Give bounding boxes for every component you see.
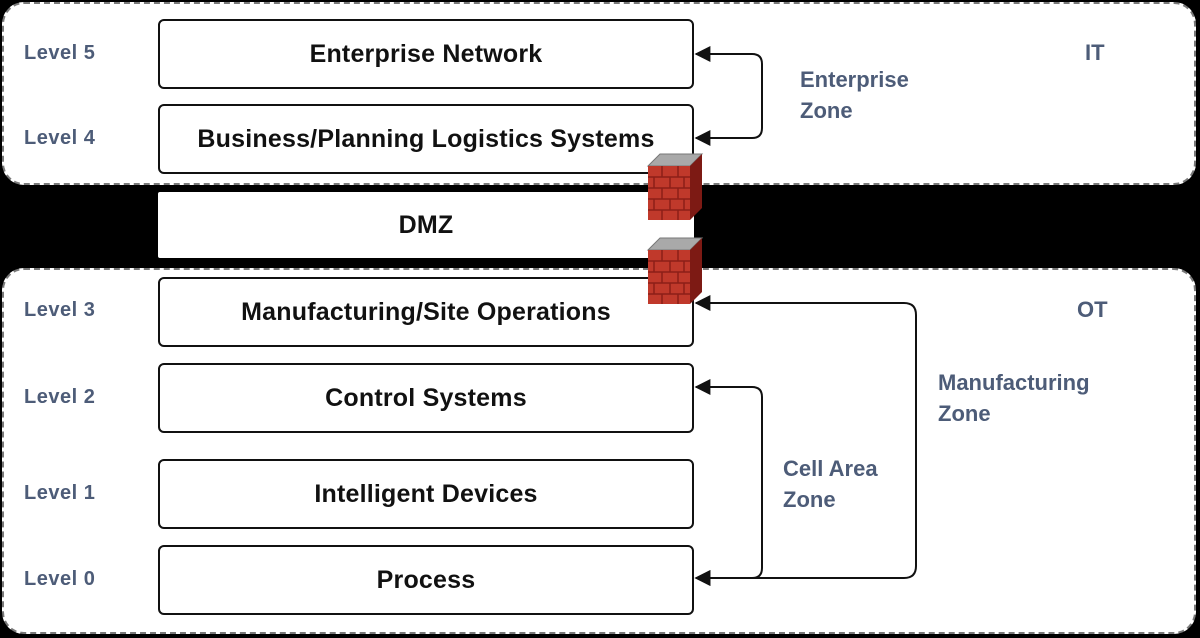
ot-region-label: OT: [1077, 297, 1108, 322]
enterprise-zone-label-line2: Zone: [800, 98, 853, 123]
intelligent-devices-box: Intelligent Devices: [158, 459, 694, 529]
cell-area-zone-label-line1: Cell Area: [783, 456, 878, 481]
manufacturing-zone-label: Manufacturing Zone: [938, 367, 1090, 429]
level-1-label: Level 1: [24, 482, 96, 504]
firewall-icon: [646, 153, 704, 220]
cell-area-zone-bracket: [694, 379, 763, 586]
cell-area-zone-label-line2: Zone: [783, 487, 836, 512]
level-5-label: Level 5: [24, 42, 96, 64]
cell-area-zone-label: Cell Area Zone: [783, 453, 878, 515]
enterprise-zone-bracket: [694, 46, 763, 146]
dmz-box: DMZ: [158, 192, 694, 258]
level-0-label: Level 0: [24, 568, 96, 590]
enterprise-network-box: Enterprise Network: [158, 19, 694, 89]
level-3-label: Level 3: [24, 299, 96, 321]
manufacturing-zone-bracket: [694, 295, 917, 586]
control-systems-box: Control Systems: [158, 363, 694, 433]
manufacturing-operations-box: Manufacturing/Site Operations: [158, 277, 694, 347]
manufacturing-zone-label-line2: Zone: [938, 401, 991, 426]
enterprise-zone-label: Enterprise Zone: [800, 64, 909, 126]
level-4-label: Level 4: [24, 127, 96, 149]
it-region-label: IT: [1085, 40, 1105, 65]
firewall-icon: [646, 237, 704, 304]
manufacturing-zone-label-line1: Manufacturing: [938, 370, 1090, 395]
process-box: Process: [158, 545, 694, 615]
level-2-label: Level 2: [24, 386, 96, 408]
enterprise-zone-label-line1: Enterprise: [800, 67, 909, 92]
business-planning-box: Business/Planning Logistics Systems: [158, 104, 694, 174]
